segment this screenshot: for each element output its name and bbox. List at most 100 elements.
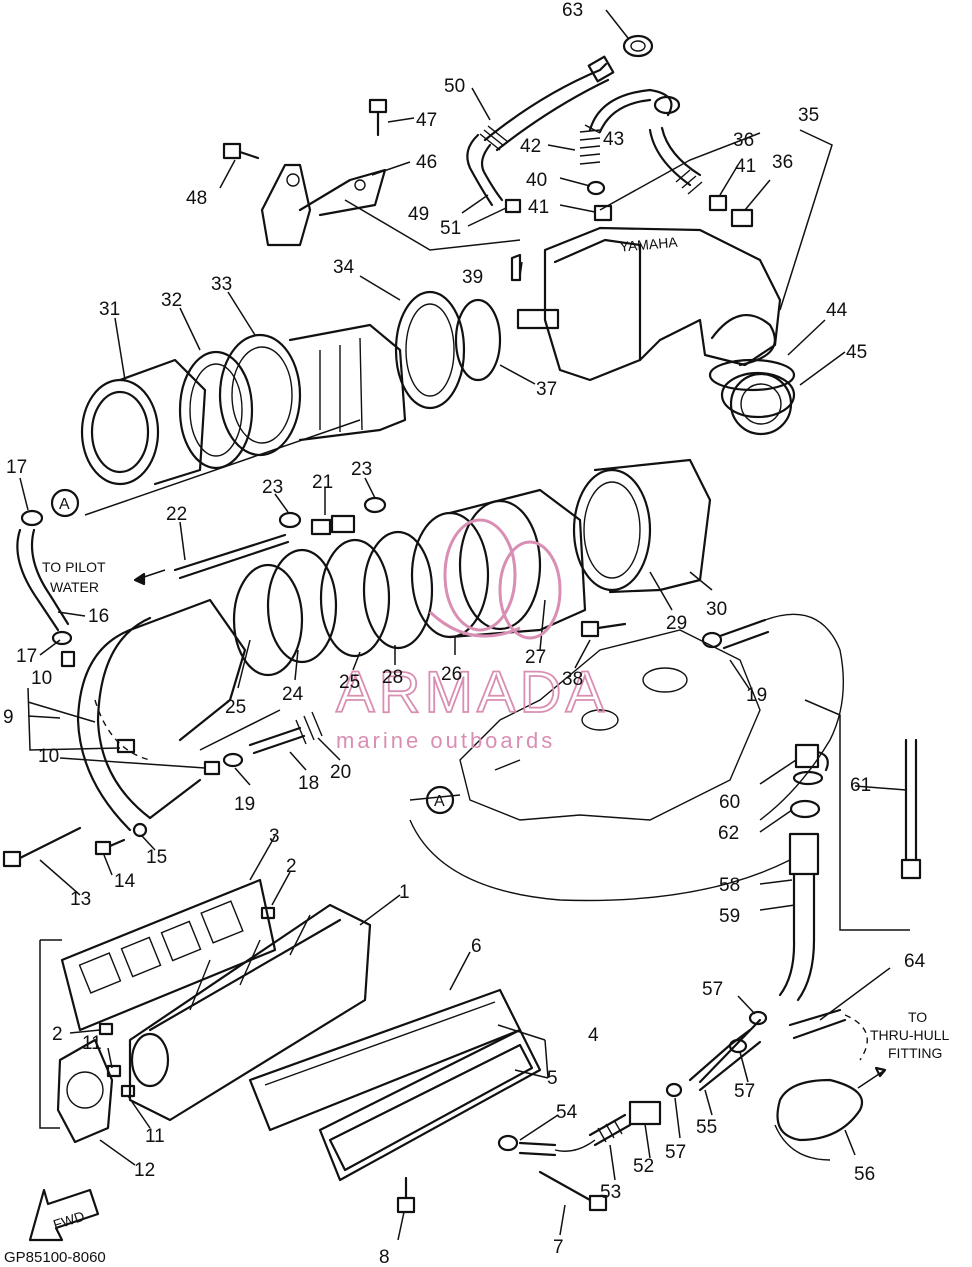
callout-13: 13 (70, 889, 91, 910)
callout-39: 39 (462, 267, 483, 288)
callout-55: 55 (696, 1117, 717, 1138)
callout-31: 31 (99, 299, 120, 320)
callout-18: 18 (298, 773, 319, 794)
to-thru-line2: THRU-HULL (870, 1027, 950, 1043)
callout-37: 37 (536, 379, 557, 400)
callout-27: 27 (525, 647, 546, 668)
fwd-label: FWD (51, 1208, 86, 1233)
to-thru-line1: TO (908, 1009, 927, 1025)
callout-43: 43 (603, 129, 624, 150)
callout-14: 14 (114, 871, 136, 892)
callout-22: 22 (166, 504, 187, 525)
callout-33: 33 (211, 274, 232, 295)
ref-a-top: A (59, 496, 70, 513)
callout-62: 62 (718, 823, 739, 844)
watermark-tagline: marine outboards (336, 728, 555, 753)
callout-57a: 57 (702, 979, 723, 1000)
callout-54: 54 (556, 1102, 578, 1123)
watermark: ARMADA marine outboards (335, 518, 608, 753)
callout-12: 12 (134, 1160, 155, 1181)
callout-47: 47 (416, 110, 437, 131)
callout-63: 63 (562, 0, 583, 21)
callout-40: 40 (526, 170, 547, 191)
water-drain-hoses (554, 738, 922, 1161)
callout-59: 59 (719, 906, 740, 927)
callout-25b: 25 (339, 672, 360, 693)
callout-60: 60 (719, 792, 740, 813)
callout-30: 30 (706, 599, 727, 620)
callout-36a: 36 (733, 130, 754, 151)
callout-32: 32 (161, 290, 182, 311)
callout-64: 64 (904, 951, 926, 972)
callout-61: 61 (850, 775, 871, 796)
callout-35: 35 (798, 105, 819, 126)
callout-3: 3 (269, 826, 280, 847)
callout-20: 20 (330, 762, 351, 783)
callout-21: 21 (312, 472, 333, 493)
callout-51: 51 (440, 218, 461, 239)
exhaust-chamber: YAMAHA (510, 226, 796, 436)
callout-6: 6 (471, 936, 482, 957)
callout-49: 49 (408, 204, 429, 225)
callout-50: 50 (444, 76, 465, 97)
diagram-code: GP85100-8060 (4, 1249, 106, 1266)
ref-a-bottom: A (434, 793, 445, 810)
callout-24: 24 (282, 684, 304, 705)
water-hose-assembly (222, 34, 754, 247)
ref-a-circle-top (50, 488, 80, 518)
callout-29: 29 (666, 613, 687, 634)
callout-10b: 10 (38, 746, 59, 767)
callout-17b: 17 (16, 646, 37, 667)
callout-10a: 10 (31, 668, 52, 689)
callout-7: 7 (553, 1237, 564, 1258)
callout-44: 44 (826, 300, 848, 321)
callout-8: 8 (379, 1247, 390, 1267)
callout-23a: 23 (262, 477, 283, 498)
callout-5: 5 (547, 1068, 558, 1089)
callout-25a: 25 (225, 697, 246, 718)
callout-57c: 57 (665, 1142, 686, 1163)
callout-36b: 36 (772, 152, 793, 173)
callout-numbers: 63 50 47 46 48 43 42 35 36 36 41 41 40 4… (3, 0, 926, 1267)
callout-16: 16 (88, 606, 109, 627)
notes: TO PILOT WATER TO THRU-HULL FITTING A A … (4, 488, 950, 1266)
callout-11b: 11 (145, 1126, 165, 1147)
exhaust-muffler-upper (80, 290, 502, 486)
callout-58: 58 (719, 875, 740, 896)
callout-52: 52 (633, 1156, 654, 1177)
callout-28: 28 (382, 667, 403, 688)
callout-19a: 19 (234, 794, 255, 815)
leader-lines (19, 9, 910, 1241)
callout-34: 34 (333, 257, 355, 278)
callout-11a: 11 (82, 1033, 102, 1054)
callout-26: 26 (441, 664, 462, 685)
engine-outline (409, 613, 844, 902)
callout-46: 46 (416, 152, 437, 173)
callout-9: 9 (3, 707, 14, 728)
yamaha-emblem: YAMAHA (619, 234, 679, 255)
exhaust-manifold (56, 878, 608, 1214)
callout-45: 45 (846, 342, 867, 363)
ref-a-circle-bottom (425, 785, 455, 815)
callout-4: 4 (588, 1025, 599, 1046)
callout-38: 38 (562, 669, 583, 690)
callout-41a: 41 (735, 156, 756, 177)
to-thru-line3: FITTING (888, 1045, 942, 1061)
to-pilot-line2: WATER (50, 579, 99, 595)
callout-2b: 2 (52, 1024, 63, 1045)
callout-23b: 23 (351, 459, 372, 480)
callout-17a: 17 (6, 457, 27, 478)
callout-42: 42 (520, 136, 541, 157)
callout-15: 15 (146, 847, 167, 868)
fwd-arrow: FWD (28, 1188, 100, 1242)
callout-53: 53 (600, 1182, 621, 1203)
callout-19b: 19 (746, 685, 767, 706)
exhaust-joint-pipes (2, 458, 770, 868)
callout-2a: 2 (286, 856, 297, 877)
watermark-brand: ARMADA (336, 660, 608, 725)
to-pilot-line1: TO PILOT (42, 559, 106, 575)
callout-48: 48 (186, 188, 207, 209)
callout-41b: 41 (528, 197, 549, 218)
callout-56: 56 (854, 1164, 875, 1185)
